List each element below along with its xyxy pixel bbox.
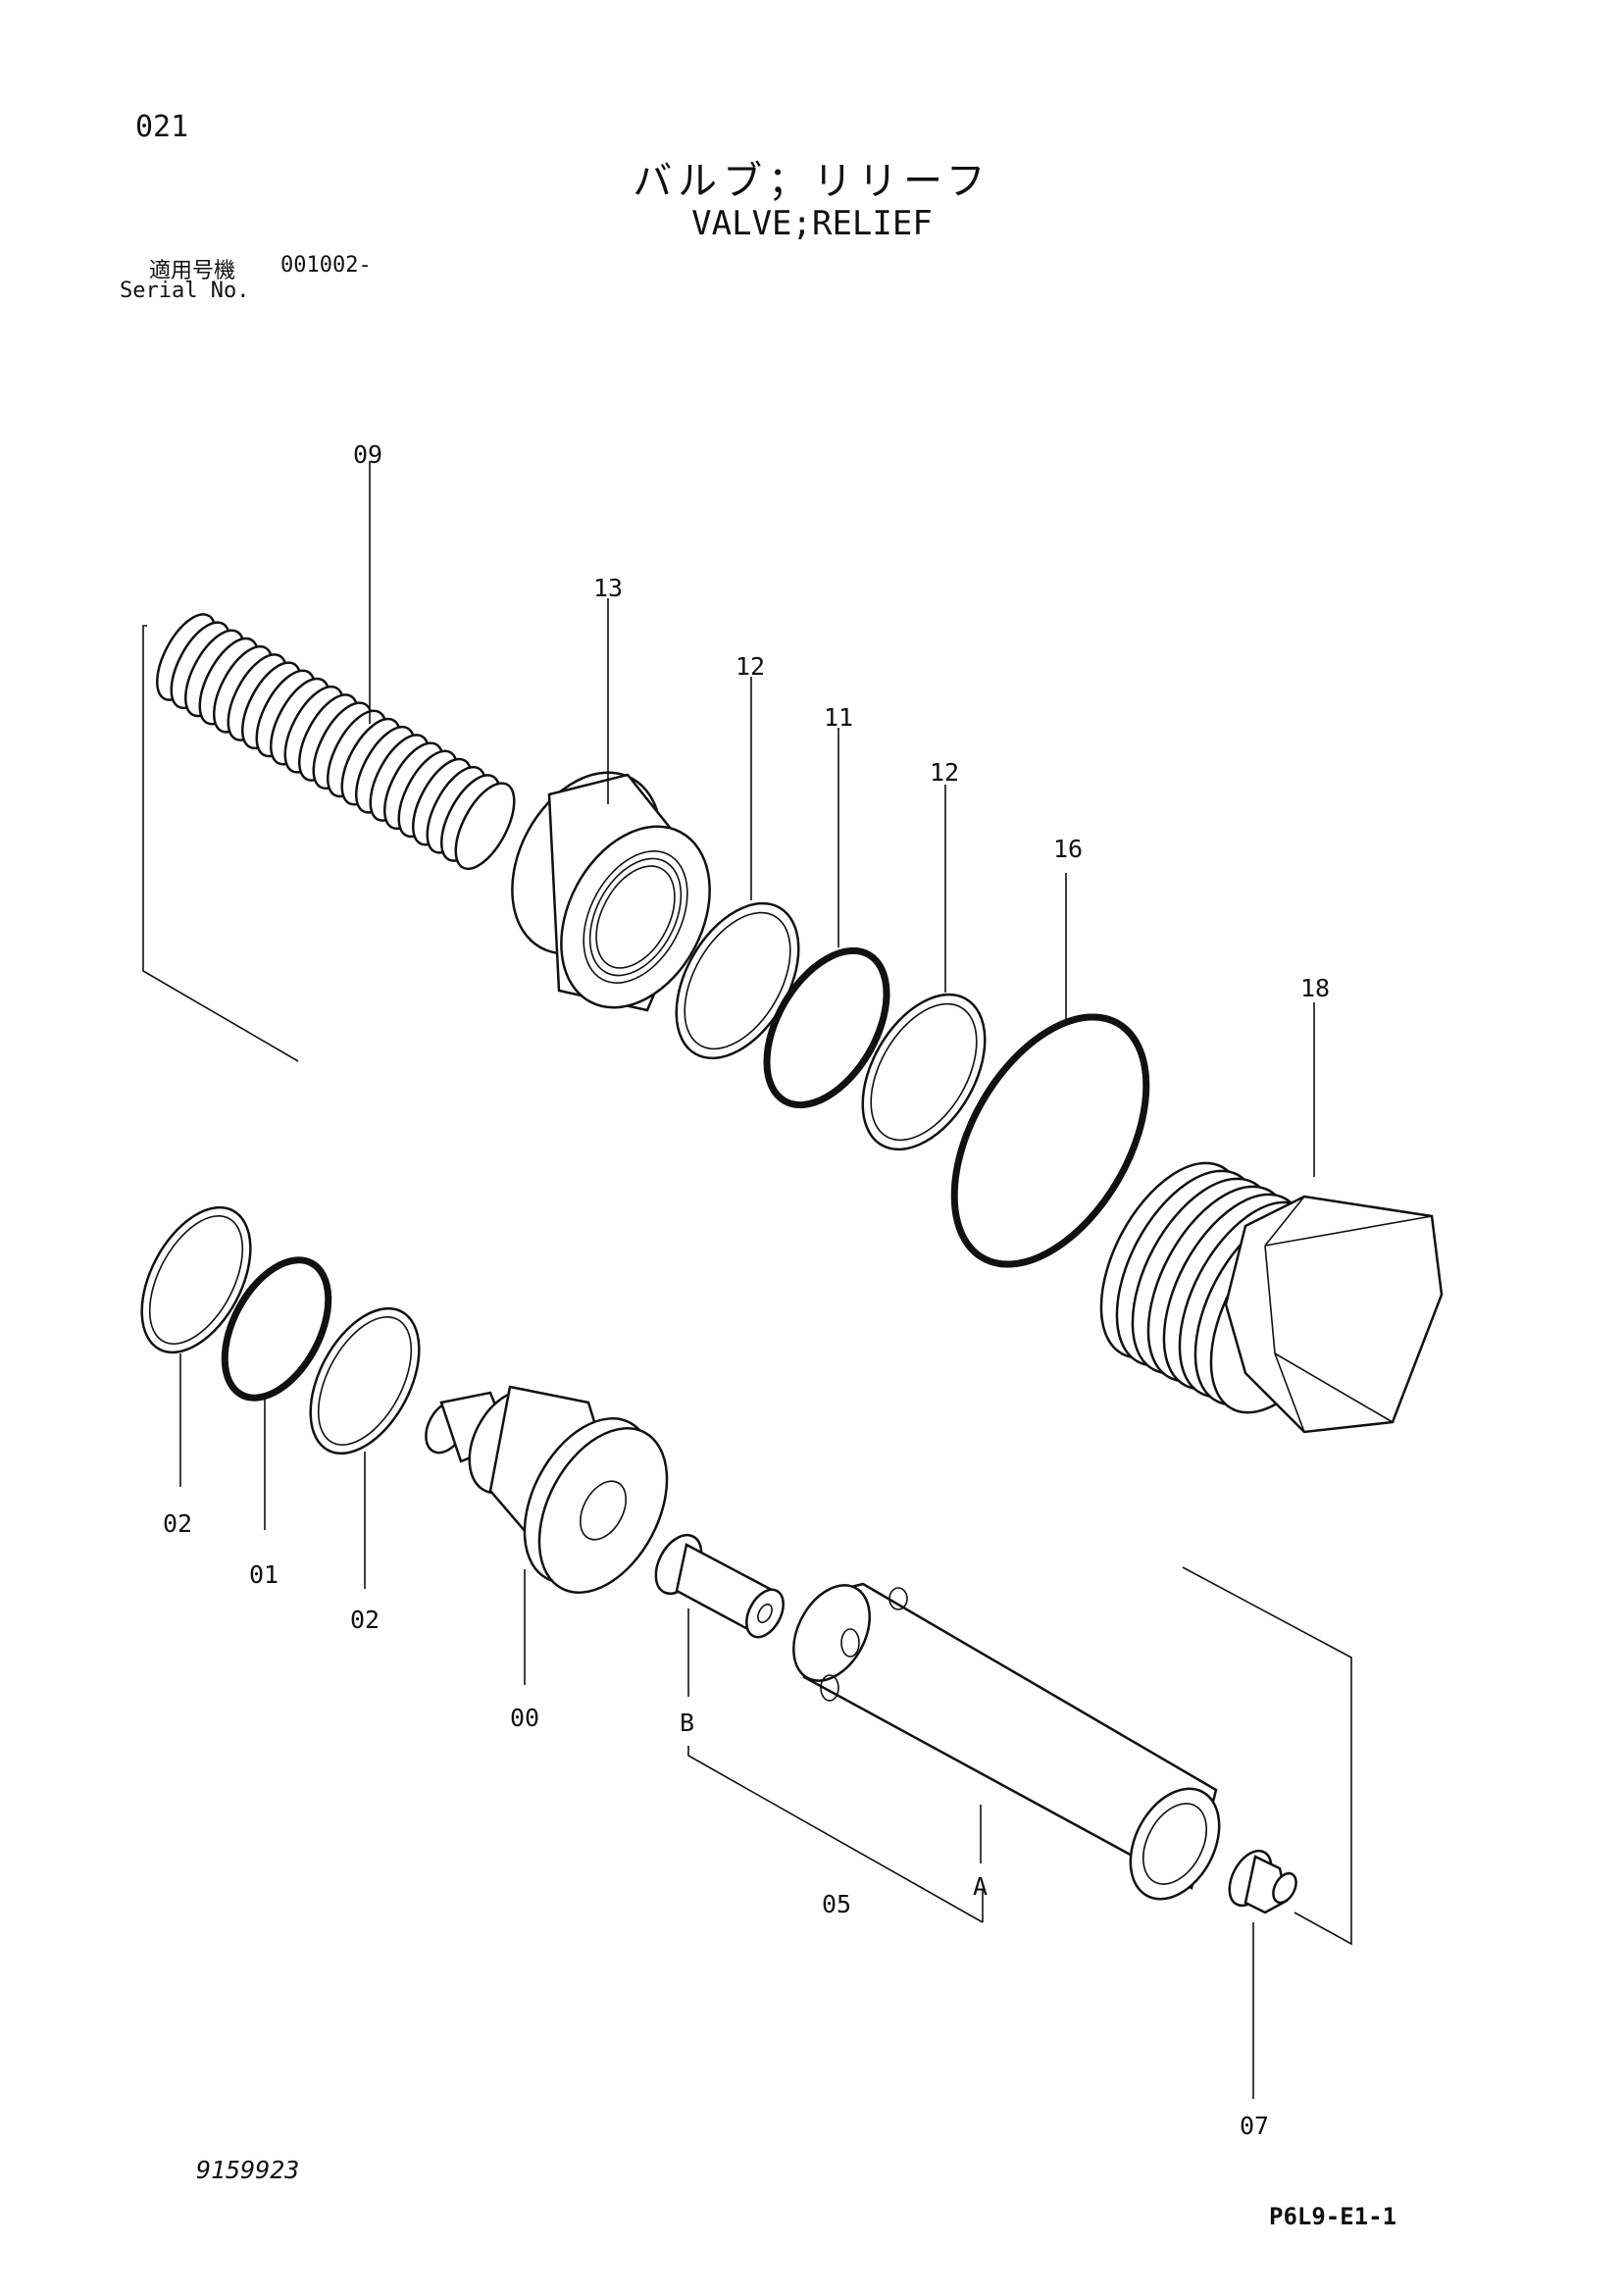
oring-top — [763, 728, 890, 1109]
callout-backup-ring-top-b: 12 — [930, 758, 959, 787]
backup-ring-top-b — [861, 785, 987, 1151]
sub-assembly-bracket — [687, 1746, 984, 1923]
serial-value: 001002- — [280, 253, 372, 278]
title-english: VALVE;RELIEF — [691, 204, 933, 243]
title-japanese: バルブ；リリーフ — [633, 159, 991, 204]
spring-coil — [454, 782, 516, 871]
callout-sub-assembly: 05 — [822, 1890, 851, 1918]
callout-plug: 18 — [1300, 974, 1330, 1002]
document-number: 9159923 — [196, 2156, 300, 2184]
callout-backup-ring-left-a: 02 — [163, 1509, 192, 1538]
serial-label-english: Serial No. — [120, 279, 250, 303]
group-bracket-bottom — [1182, 1566, 1352, 1946]
callout-backup-ring-left-b: 02 — [350, 1606, 380, 1634]
backup-ring-left-b — [309, 1306, 421, 1589]
callout-spring: 09 — [353, 440, 382, 469]
callout-oring-top: 11 — [824, 703, 853, 732]
group-bracket-top — [142, 625, 299, 1062]
sleeve-part — [792, 1582, 1221, 1901]
callout-backup-ring-top-a: 12 — [736, 652, 765, 681]
oring-left — [221, 1256, 332, 1530]
end-plug-part — [1228, 1849, 1297, 2099]
callout-oring-large: 16 — [1053, 835, 1083, 863]
callout-seat: 13 — [593, 574, 623, 602]
callout-poppet-body: 00 — [510, 1704, 539, 1732]
plug-part — [1099, 1002, 1444, 1434]
oring-large — [950, 873, 1150, 1268]
serial-label-japanese: 適用号機 — [149, 259, 236, 283]
callout-oring-left: 01 — [249, 1560, 279, 1589]
piston-part — [654, 1533, 785, 1697]
page-number: 021 — [135, 110, 189, 144]
page-code: P6L9-E1-1 — [1269, 2203, 1397, 2230]
callout-end-plug: 07 — [1240, 2112, 1269, 2140]
backup-ring-top-a — [675, 677, 800, 1060]
seat-part — [511, 598, 711, 1012]
poppet-body-part — [425, 1385, 669, 1685]
callout-sleeve: A — [973, 1872, 988, 1901]
backup-ring-left-a — [140, 1205, 252, 1487]
callout-piston: B — [680, 1709, 694, 1737]
spring-part — [155, 461, 516, 871]
